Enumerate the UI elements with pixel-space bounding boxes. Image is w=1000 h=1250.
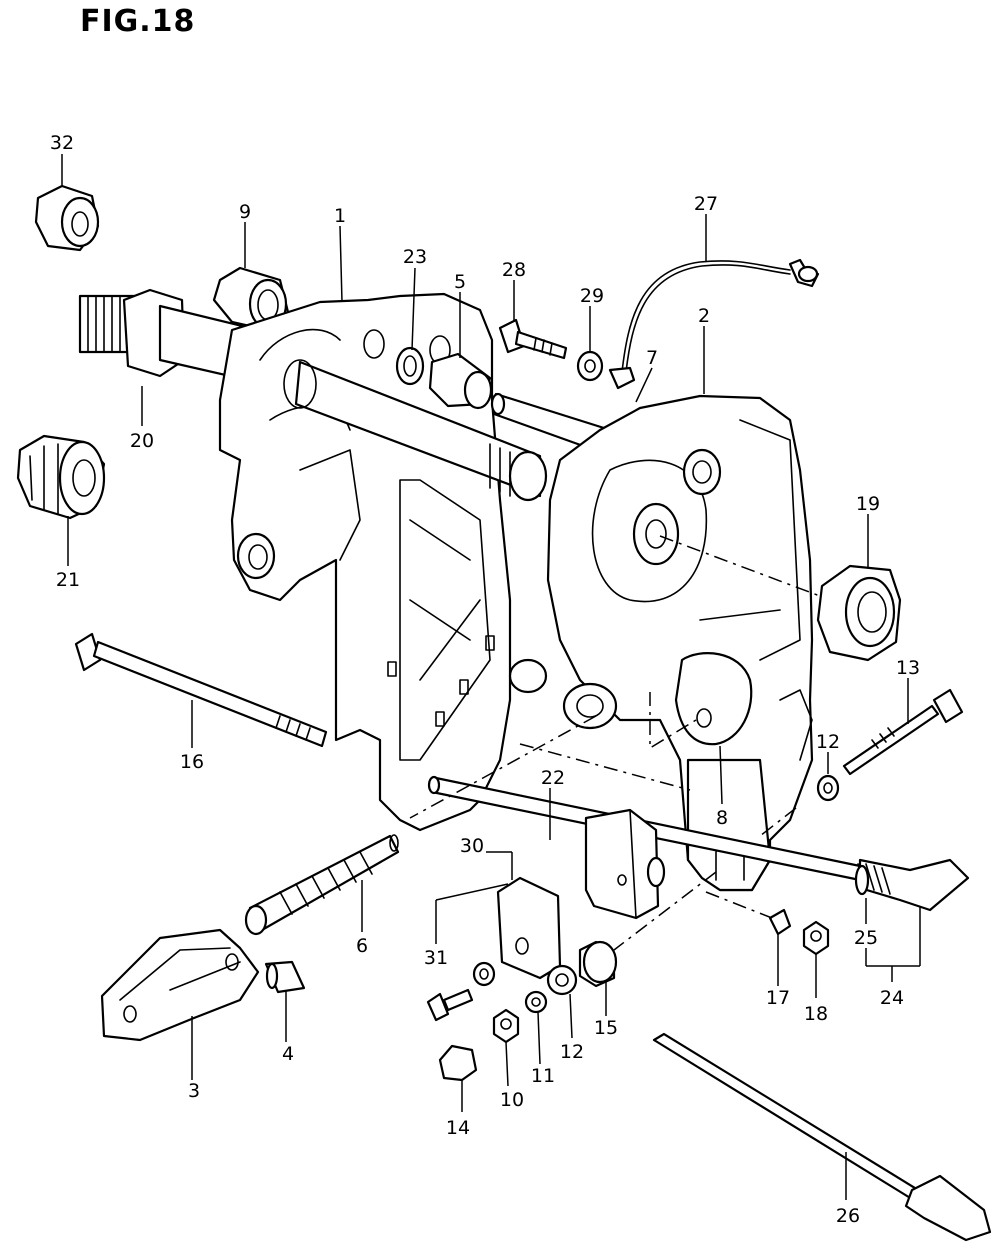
part-17-clip: [768, 908, 792, 936]
part-26-rod: [652, 1032, 992, 1242]
callout-12-left: 12: [560, 1041, 584, 1063]
part-21-bushing: [16, 434, 106, 520]
part-30-pad: [496, 876, 562, 980]
callout-30: 30: [460, 835, 484, 857]
part-18-nut: [802, 920, 830, 956]
part-32-cap: [34, 184, 100, 252]
callout-labels: 32 9 1 23 5 28 29 27 7 2 20 21 19 16 13 …: [50, 132, 920, 1227]
callout-16: 16: [180, 751, 204, 773]
callout-13: 13: [896, 657, 920, 679]
callout-2: 2: [698, 305, 710, 327]
part-small-washer: [472, 961, 496, 987]
part-bracket-block: [584, 808, 666, 920]
callout-8: 8: [716, 807, 728, 829]
center-lines: [409, 535, 821, 951]
part-3-lever: [100, 928, 260, 1042]
part-23-washer: [395, 346, 425, 386]
callout-14: 14: [446, 1117, 470, 1139]
part-6-threaded-rod: [244, 834, 400, 936]
part-5-sleeve: [428, 352, 493, 410]
part-2-clamp-bracket: [508, 394, 814, 892]
part-4-pin: [264, 960, 306, 994]
callout-10: 10: [500, 1089, 524, 1111]
part-19-nut: [816, 564, 902, 662]
part-27-ground-wire: [608, 258, 820, 390]
part-31-screw: [426, 988, 474, 1022]
callout-17: 17: [766, 987, 790, 1009]
callout-22: 22: [541, 767, 565, 789]
leader-lines: [61, 154, 921, 1200]
part-11-lock-washer: [524, 990, 548, 1014]
callout-11: 11: [531, 1065, 555, 1087]
callout-20: 20: [130, 430, 154, 452]
callout-4: 4: [282, 1043, 294, 1065]
part-12-washer-left: [546, 964, 578, 996]
callout-15: 15: [594, 1017, 618, 1039]
part-14-cap: [438, 1044, 478, 1082]
part-16-long-bolt: [74, 632, 328, 748]
part-13-bolt: [842, 688, 964, 776]
part-29-lock-washer: [576, 350, 604, 382]
callout-29: 29: [580, 285, 604, 307]
part-15-collar: [578, 940, 618, 988]
callout-28: 28: [502, 259, 526, 281]
callout-24: 24: [880, 987, 904, 1009]
part-10-nut: [492, 1008, 520, 1044]
callout-25: 25: [854, 927, 878, 949]
callout-5: 5: [454, 271, 466, 293]
callout-26: 26: [836, 1205, 860, 1227]
part-swivel-tube: [283, 359, 548, 502]
callout-6: 6: [356, 935, 368, 957]
callout-3: 3: [188, 1080, 200, 1102]
callout-31: 31: [424, 947, 448, 969]
part-28-bolt: [498, 318, 568, 360]
callout-18: 18: [804, 1003, 828, 1025]
figure-title: FIG.18: [80, 4, 196, 39]
callout-27: 27: [694, 193, 718, 215]
callout-12-right: 12: [816, 731, 840, 753]
callout-19: 19: [856, 493, 880, 515]
callout-7: 7: [646, 347, 658, 369]
part-24-rod-assembly: [854, 858, 970, 912]
callout-1: 1: [334, 205, 346, 227]
callout-9: 9: [239, 201, 251, 223]
callout-23: 23: [403, 246, 427, 268]
callout-21: 21: [56, 569, 80, 591]
callout-32: 32: [50, 132, 74, 154]
part-12-washer-right: [816, 774, 840, 802]
